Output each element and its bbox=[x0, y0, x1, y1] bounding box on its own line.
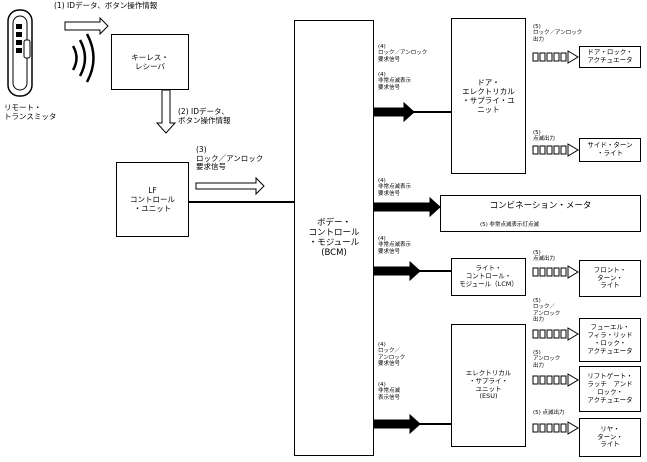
arrow-1 bbox=[64, 16, 109, 36]
keyless-receiver-box: キーレス・ レシーバ bbox=[111, 34, 189, 90]
label-4-hazard-lcm: (4) 非常点滅表示 要求信号 bbox=[378, 236, 412, 255]
side-turn-light-box: サイド・ターン ・ライト bbox=[579, 138, 641, 162]
label-5-flash-door: (5) 点滅出力 bbox=[533, 130, 556, 143]
wireless-wave-icon bbox=[71, 33, 95, 83]
arrow-2 bbox=[155, 89, 177, 134]
label-4-hazard-combi: (4) 非常点滅表示 要求信号 bbox=[378, 178, 412, 197]
esu-box: エレクトリカル ・サプライ・ ユニット (ESU) bbox=[451, 324, 526, 447]
label-5-lock-fuel: (5) ロック／ アンロック 出力 bbox=[533, 298, 561, 323]
label-4-lock-esu: (4) ロック／ アンロック 要求信号 bbox=[378, 342, 406, 367]
label-4-hazard-esu: (4) 非常点滅 表示信号 bbox=[378, 382, 401, 401]
label-2: (2) IDデータ、 ボタン操作情報 bbox=[178, 107, 231, 125]
door-lock-actuator-box: ドア・ロック・ アクチュエータ bbox=[579, 46, 641, 68]
label-4-hazard-door: (4) 非常点滅表示 要求信号 bbox=[378, 72, 412, 91]
output-signal-arrows bbox=[532, 50, 579, 435]
label-1: (1) IDデータ、ボタン操作情報 bbox=[54, 1, 158, 10]
combination-meter-note: (5) 非常点滅表示灯点滅 bbox=[480, 222, 540, 228]
remote-transmitter-icon bbox=[7, 9, 33, 97]
lf-control-unit-box: LF コントロール ・ユニット bbox=[116, 162, 189, 237]
label-5-lock-lift: (5) アンロック 出力 bbox=[533, 350, 561, 369]
arrow-3 bbox=[195, 176, 265, 196]
combination-meter-box: コンビネーション・メータ bbox=[440, 195, 641, 232]
rear-turn-light-box: リヤ・ ターン・ ライト bbox=[579, 418, 641, 457]
label-5-lock-out: (5) ロック／アンロック 出力 bbox=[533, 24, 583, 43]
label-3: (3) ロック／アンロック 要求信号 bbox=[196, 145, 264, 172]
liftgate-actuator-box: リフトゲート・ ラッチ アンド ロック・ アクチュエータ bbox=[579, 366, 641, 412]
label-5-flash-lcm: (5) 点滅出力 bbox=[533, 250, 556, 263]
front-turn-light-box: フロント・ ターン・ ライト bbox=[579, 260, 641, 297]
label-4-lock-door: (4) ロック／アンロック 要求信号 bbox=[378, 44, 428, 63]
door-supply-unit-box: ドア・ エレクトリカル ・サプライ・ユ ニット bbox=[451, 18, 526, 174]
lcm-box: ライト・ コントロール・ モジュール（LCM） bbox=[451, 258, 526, 296]
bcm-box: ボデー・ コントロール ・モジュール (BCM) bbox=[294, 20, 374, 456]
remote-label: リモート・ トランスミッタ bbox=[4, 103, 57, 121]
label-5-flash-rear: (5) 点滅出力 bbox=[533, 410, 565, 416]
fuel-lid-actuator-box: フューエル・ フィラ・リッド ・ロック・ アクチュエータ bbox=[579, 318, 641, 362]
